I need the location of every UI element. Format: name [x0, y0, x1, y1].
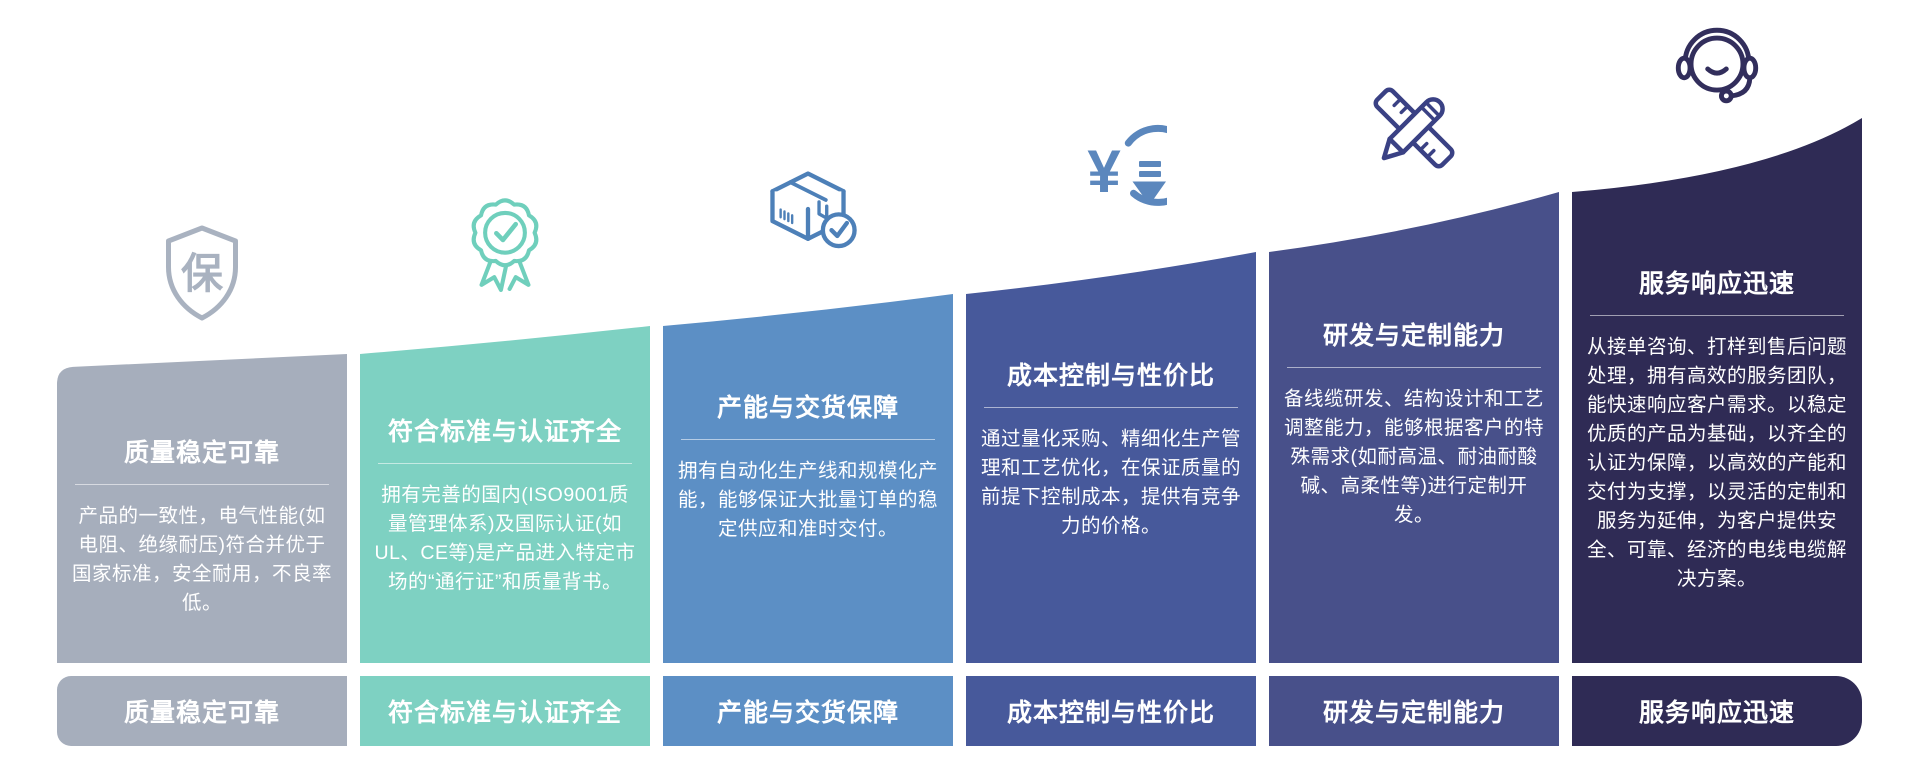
- advantage-card: 成本控制与性价比 通过量化采购、精细化生产管理和工艺优化，在保证质量的前提下控制…: [966, 252, 1256, 663]
- title-divider: [1590, 315, 1844, 316]
- footer-label: 研发与定制能力: [1322, 699, 1505, 727]
- title-divider: [681, 439, 935, 440]
- column-service-response: 服务响应迅速 从接单咨询、打样到售后问题处理，拥有高效的服务团队，能快速响应客户…: [1572, 0, 1862, 772]
- title-divider: [378, 463, 632, 464]
- cost-down-yuan-icon: ¥: [1055, 124, 1199, 221]
- card-title: 符合标准与认证齐全: [387, 418, 622, 446]
- card-title: 成本控制与性价比: [1006, 362, 1215, 390]
- pencil-ruler-icon: [1364, 78, 1464, 178]
- card-description: 备线缆研发、结构设计和工艺调整能力，能够根据客户的特殊需求(如耐高温、耐油耐酸碱…: [1283, 388, 1544, 526]
- headset-agent-icon: [1668, 18, 1766, 116]
- footer-label: 成本控制与性价比: [1006, 699, 1215, 727]
- footer-label: 产能与交货保障: [716, 699, 899, 727]
- title-divider: [75, 484, 329, 485]
- shield-bao-icon: 保: [155, 222, 250, 327]
- footer-tab: 质量稳定可靠: [57, 676, 347, 746]
- title-divider: [1287, 367, 1541, 368]
- advantage-card: 研发与定制能力 备线缆研发、结构设计和工艺调整能力，能够根据客户的特殊需求(如耐…: [1269, 192, 1559, 663]
- advantage-card: 产能与交货保障 拥有自动化生产线和规模化产能，能够保证大批量订单的稳定供应和准时…: [663, 294, 953, 663]
- footer-tab: 产能与交货保障: [663, 676, 953, 746]
- title-divider: [984, 407, 1238, 408]
- footer-label: 质量稳定可靠: [123, 699, 280, 727]
- svg-text:保: 保: [181, 250, 224, 297]
- advantage-card: 质量稳定可靠 产品的一致性，电气性能(如电阻、绝缘耐压)符合并优于国家标准，安全…: [57, 354, 347, 663]
- footer-label: 服务响应迅速: [1638, 699, 1795, 727]
- package-check-icon: [755, 163, 861, 259]
- column-cost-control: ¥ 成本控制与性价比 通过量化采购、精细化生产管理和工艺优化，在保证质量的前提下…: [966, 0, 1256, 772]
- award-ribbon-check-icon: [454, 192, 556, 294]
- footer-label: 符合标准与认证齐全: [387, 699, 622, 727]
- advantage-card: 符合标准与认证齐全 拥有完善的国内(ISO9001质量管理体系)及国际认证(如U…: [360, 326, 650, 663]
- card-description: 产品的一致性，电气性能(如电阻、绝缘耐压)符合并优于国家标准，安全耐用，不良率低…: [71, 505, 332, 614]
- footer-tab: 研发与定制能力: [1269, 676, 1559, 746]
- card-description: 从接单咨询、打样到售后问题处理，拥有高效的服务团队，能快速响应客户需求。以稳定优…: [1586, 336, 1847, 590]
- footer-tab: 符合标准与认证齐全: [360, 676, 650, 746]
- card-title: 产能与交货保障: [716, 394, 899, 422]
- card-description: 拥有完善的国内(ISO9001质量管理体系)及国际认证(如UL、CE等)是产品进…: [374, 484, 636, 593]
- footer-tab: 服务响应迅速: [1572, 676, 1862, 746]
- card-description: 拥有自动化生产线和规模化产能，能够保证大批量订单的稳定供应和准时交付。: [677, 460, 938, 540]
- column-certification: 符合标准与认证齐全 拥有完善的国内(ISO9001质量管理体系)及国际认证(如U…: [360, 0, 650, 772]
- column-quality: 保 质量稳定可靠 产品的一致性，电气性能(如电阻、绝缘耐压)符合并优于国家标准，…: [57, 0, 347, 772]
- card-title: 服务响应迅速: [1638, 270, 1795, 298]
- card-title: 质量稳定可靠: [123, 439, 280, 467]
- advantage-card: 服务响应迅速 从接单咨询、打样到售后问题处理，拥有高效的服务团队，能快速响应客户…: [1572, 118, 1862, 663]
- footer-tab: 成本控制与性价比: [966, 676, 1256, 746]
- column-rd-customization: 研发与定制能力 备线缆研发、结构设计和工艺调整能力，能够根据客户的特殊需求(如耐…: [1269, 0, 1559, 772]
- card-description: 通过量化采购、精细化生产管理和工艺优化，在保证质量的前提下控制成本，提供有竞争力…: [980, 428, 1241, 537]
- column-capacity-delivery: 产能与交货保障 拥有自动化生产线和规模化产能，能够保证大批量订单的稳定供应和准时…: [663, 0, 953, 772]
- card-title: 研发与定制能力: [1322, 322, 1505, 350]
- svg-text:¥: ¥: [1087, 138, 1121, 205]
